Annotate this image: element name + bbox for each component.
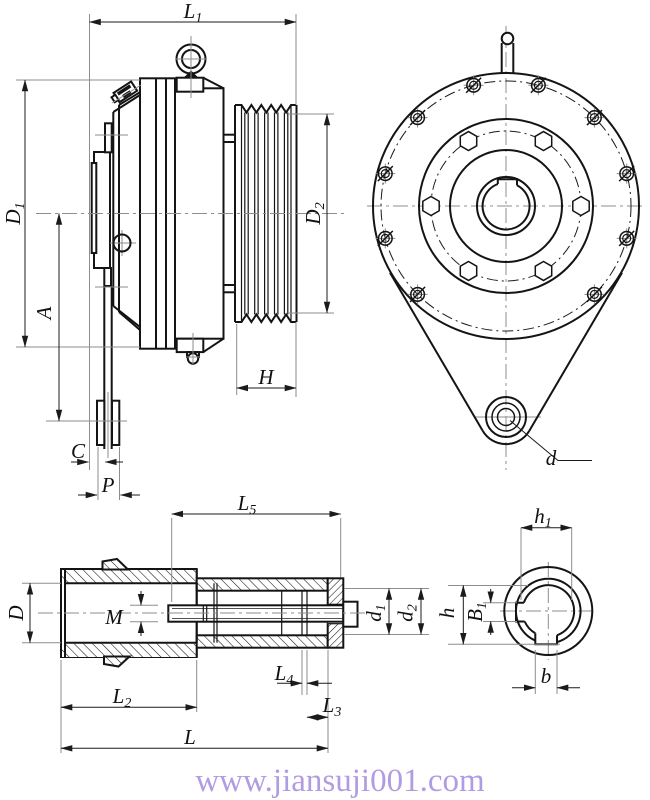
front-view: d <box>367 26 645 470</box>
dim-label-P: P <box>101 473 115 497</box>
dim-label-h: h <box>435 608 459 619</box>
dim-label-L1: L1 <box>183 0 203 26</box>
dim-label-L4: L4 <box>274 661 294 688</box>
side-view: L1 D1 A D2 H C P <box>1 0 344 500</box>
dim-label-L: L <box>183 725 196 749</box>
dim-label-d2: d2 <box>394 604 421 622</box>
dim-label-h1: h1 <box>534 504 552 531</box>
dim-label-H: H <box>257 365 275 389</box>
dim-label-D1: D1 <box>1 202 28 225</box>
shaft-end-view: h1 h B1 b <box>435 504 597 694</box>
dim-label-L2: L2 <box>112 684 132 711</box>
dim-label-D2: D2 <box>301 202 328 225</box>
watermark: www.jiansuji001.com <box>195 763 485 799</box>
dim-label-M: M <box>104 605 124 629</box>
dim-label-C: C <box>71 439 86 463</box>
dim-label-L5: L5 <box>237 491 257 518</box>
dim-label-d: d <box>546 446 557 470</box>
dim-label-b: b <box>541 664 552 688</box>
dim-label-A: A <box>32 306 56 321</box>
dim-label-B1: B1 <box>463 602 490 622</box>
outer-bolts <box>375 75 637 305</box>
shaft-section-view: L5 M D L2 L4 L3 L d1 d2 <box>4 491 429 753</box>
dim-label-d1: d1 <box>362 604 389 622</box>
dim-label-D: D <box>4 605 28 621</box>
dim-label-L3: L3 <box>322 693 342 720</box>
